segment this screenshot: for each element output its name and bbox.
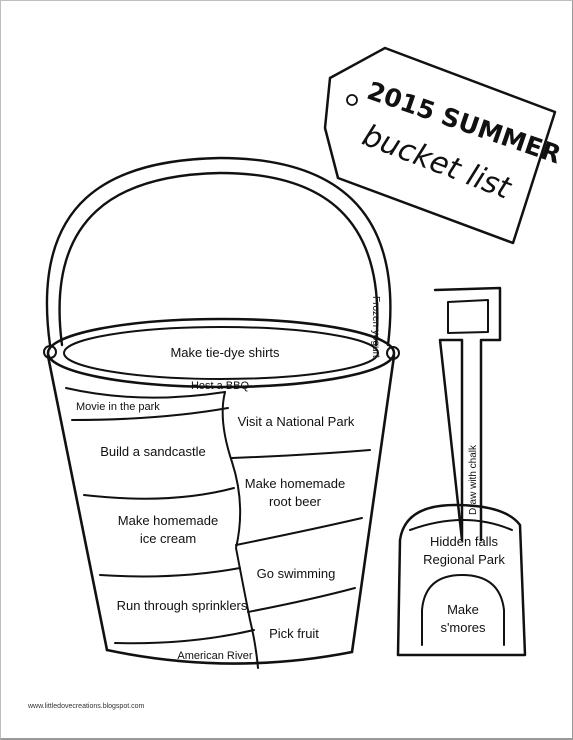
- shovel-inner-item-line2: s'mores: [440, 620, 486, 635]
- top-band-item-label: Host a BBQ: [190, 380, 250, 392]
- bucket-body: [46, 317, 396, 669]
- left-item-2: Build a sandcastle: [100, 444, 206, 459]
- rim-item-label: Make tie-dye shirts: [170, 345, 280, 360]
- shovel-inner-item-line1: Make: [447, 602, 479, 617]
- left-item-3: Make homemade ice cream: [108, 512, 228, 548]
- footer-url: www.littledovecreations.blogspot.com: [28, 703, 145, 710]
- left-item-5: American River: [177, 650, 253, 662]
- gift-tag: [323, 46, 557, 245]
- shovel-blade-item-line1: Hidden falls: [430, 534, 498, 549]
- shovel-blade-item-line2: Regional Park: [423, 552, 505, 567]
- tag-hole-icon: [346, 94, 358, 106]
- handle-item-label: Frozen yogurt: [370, 296, 381, 358]
- left-item-3-text: Make homemade ice cream: [117, 513, 219, 546]
- left-item-1: Movie in the park: [76, 401, 160, 413]
- right-item-1: Visit a National Park: [237, 414, 355, 429]
- right-item-2-text: Make homemade root beer: [244, 476, 346, 509]
- right-item-2: Make homemade root beer: [240, 475, 350, 511]
- right-item-4: Pick fruit: [269, 626, 319, 641]
- shovel: [396, 286, 527, 657]
- left-item-4: Run through sprinklers: [116, 598, 248, 613]
- right-item-3: Go swimming: [256, 566, 336, 581]
- shovel-handle-item: Draw with chalk: [468, 444, 479, 515]
